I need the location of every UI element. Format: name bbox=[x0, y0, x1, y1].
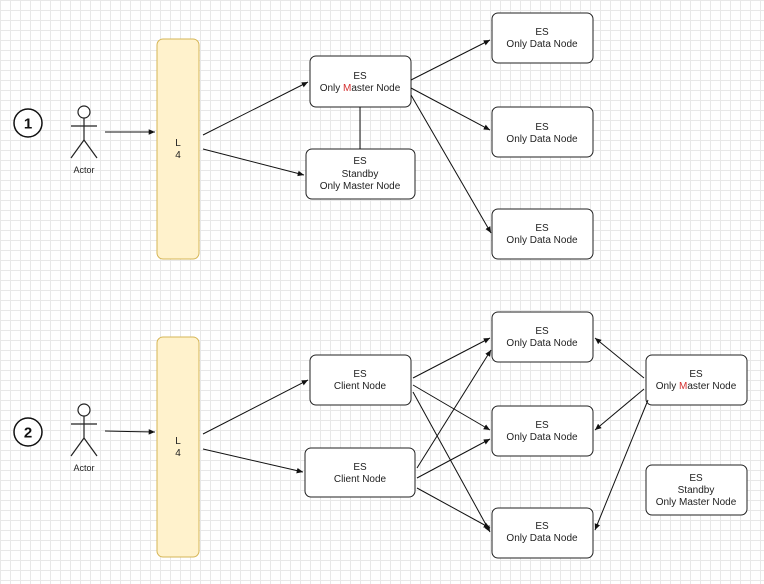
lb-label-line1: L bbox=[175, 436, 181, 447]
actor-leg-left bbox=[70, 437, 85, 457]
node-label: Client Node bbox=[334, 381, 387, 392]
step-2-badge: 2 bbox=[13, 417, 43, 447]
node-label-highlight: M bbox=[343, 83, 351, 94]
node-title: ES bbox=[535, 326, 549, 337]
actor-head bbox=[77, 105, 91, 119]
node-label-highlight: M bbox=[679, 381, 687, 392]
node-title: ES bbox=[535, 122, 549, 133]
data-node-1c[interactable]: ES Only Data Node bbox=[491, 208, 594, 260]
edge-master-to-data-a bbox=[594, 337, 645, 379]
node-title: ES bbox=[689, 369, 703, 380]
node-label: Only Master Node bbox=[320, 181, 401, 192]
edge-client-a-to-data-c bbox=[412, 391, 491, 533]
standby-master-node-2[interactable]: ES Standby Only Master Node bbox=[645, 464, 748, 516]
connectors-1 bbox=[105, 39, 492, 234]
lb-label-line1: L bbox=[175, 138, 181, 149]
master-node-2[interactable]: ES Only Master Node bbox=[645, 354, 748, 406]
master-node-1[interactable]: ES Only Master Node bbox=[309, 55, 412, 108]
edge-client-a-to-data-b bbox=[412, 384, 491, 431]
standby-master-node-1[interactable]: ES Standby Only Master Node bbox=[305, 148, 416, 200]
lb-label-line2: 4 bbox=[175, 150, 181, 161]
edge-master-to-data-c bbox=[410, 94, 492, 234]
node-label: Only Master Node bbox=[656, 381, 737, 392]
edge-client-b-to-data-b bbox=[416, 438, 491, 479]
edge-lb-to-master bbox=[202, 81, 309, 136]
step-1-badge: 1 bbox=[13, 108, 43, 138]
edge-client-b-to-data-a bbox=[416, 349, 492, 469]
node-label: Only Master Node bbox=[656, 497, 737, 508]
edge-lb-to-client-b bbox=[202, 448, 304, 474]
diagram-2: 2 Actor L 4 ES Client Node ES Client Nod… bbox=[13, 311, 748, 559]
client-node-b[interactable]: ES Client Node bbox=[304, 447, 416, 498]
node-title: ES bbox=[535, 521, 549, 532]
node-label-suffix: aster Node bbox=[351, 83, 400, 94]
node-title: ES bbox=[535, 420, 549, 431]
node-label: Only Master Node bbox=[320, 83, 401, 94]
data-node-2b[interactable]: ES Only Data Node bbox=[491, 405, 594, 457]
edge-actor-to-lb bbox=[104, 429, 156, 435]
data-node-1a[interactable]: ES Only Data Node bbox=[491, 12, 594, 64]
node-subtitle: Standby bbox=[342, 169, 379, 180]
node-label-prefix: Only bbox=[320, 83, 343, 94]
edge-client-a-to-data-a bbox=[412, 337, 491, 379]
node-label-suffix: aster Node bbox=[687, 381, 736, 392]
edge-master-to-data-b bbox=[410, 87, 491, 131]
node-title: ES bbox=[535, 223, 549, 234]
actor-leg-right bbox=[83, 437, 98, 457]
connectors-2 bbox=[104, 337, 649, 533]
edge-lb-to-client-a bbox=[202, 379, 309, 435]
actor-label: Actor bbox=[73, 463, 94, 473]
step-number: 1 bbox=[24, 116, 32, 133]
step-number: 2 bbox=[24, 425, 32, 442]
actor-2 bbox=[70, 403, 98, 457]
node-title: ES bbox=[535, 27, 549, 38]
actor-leg-left bbox=[70, 139, 85, 159]
edge-client-b-to-data-c bbox=[416, 487, 491, 529]
actor-leg-right bbox=[83, 139, 98, 159]
node-label: Only Data Node bbox=[506, 432, 578, 443]
data-node-2c[interactable]: ES Only Data Node bbox=[491, 507, 594, 559]
node-title: ES bbox=[353, 156, 367, 167]
client-node-a[interactable]: ES Client Node bbox=[309, 354, 412, 406]
node-title: ES bbox=[689, 473, 703, 484]
actor-1 bbox=[70, 105, 98, 159]
data-node-2a[interactable]: ES Only Data Node bbox=[491, 311, 594, 363]
node-label: Only Data Node bbox=[506, 235, 578, 246]
diagram-1: 1 Actor L 4 ES Only Master Node ES Stand bbox=[13, 12, 594, 260]
node-label: Only Data Node bbox=[506, 39, 578, 50]
node-label: Only Data Node bbox=[506, 533, 578, 544]
data-node-1b[interactable]: ES Only Data Node bbox=[491, 106, 594, 158]
actor-label: Actor bbox=[73, 165, 94, 175]
node-label: Only Data Node bbox=[506, 134, 578, 145]
node-title: ES bbox=[353, 462, 367, 473]
node-title: ES bbox=[353, 369, 367, 380]
load-balancer-2[interactable]: L 4 bbox=[156, 336, 200, 558]
node-title: ES bbox=[353, 71, 367, 82]
node-label: Client Node bbox=[334, 474, 387, 485]
node-label: Only Data Node bbox=[506, 338, 578, 349]
edge-lb-to-standby bbox=[202, 148, 305, 177]
edge-master-to-data-c bbox=[594, 399, 649, 531]
lb-label-line2: 4 bbox=[175, 448, 181, 459]
actor-head bbox=[77, 403, 91, 417]
load-balancer-1[interactable]: L 4 bbox=[156, 38, 200, 260]
edge-master-to-data-b bbox=[594, 388, 645, 431]
node-subtitle: Standby bbox=[678, 485, 715, 496]
edge-master-to-data-a bbox=[410, 39, 491, 81]
node-label-prefix: Only bbox=[656, 381, 679, 392]
